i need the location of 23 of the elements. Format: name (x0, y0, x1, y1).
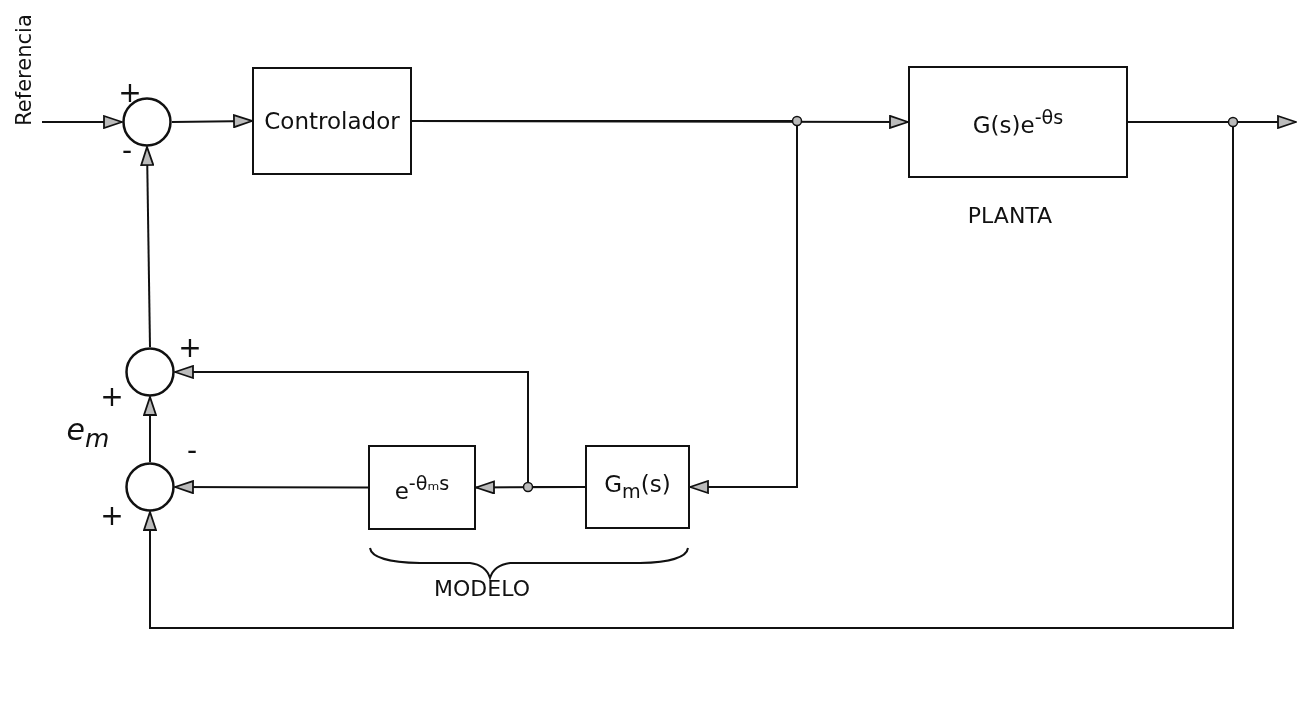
block-text: e$^{-θₘs}$ (394, 471, 450, 504)
block-box (368, 445, 476, 530)
sign-label: + (100, 498, 124, 532)
block-text: G(s)e$^{-θs}$ (972, 106, 1064, 138)
sign-label: - (121, 133, 133, 167)
group-label: MODELO (434, 575, 530, 601)
block-caption: PLANTA (967, 202, 1053, 228)
sign-label: + (118, 75, 142, 109)
block-box (585, 445, 690, 529)
block-box (252, 67, 412, 175)
block-box (908, 66, 1128, 178)
arrow (171, 114, 253, 129)
arrow (41, 115, 123, 129)
arrow (143, 396, 157, 463)
arrow (143, 121, 1234, 629)
arrow (140, 146, 155, 348)
signal-label: Referencia (12, 14, 36, 126)
sign-label: - (186, 433, 198, 467)
sign-label: + (100, 379, 124, 413)
block-text: Controlador (264, 108, 400, 134)
arrow (174, 480, 369, 494)
block-text: G$_{m}$(s) (604, 471, 671, 503)
sign-label: + (178, 330, 202, 364)
